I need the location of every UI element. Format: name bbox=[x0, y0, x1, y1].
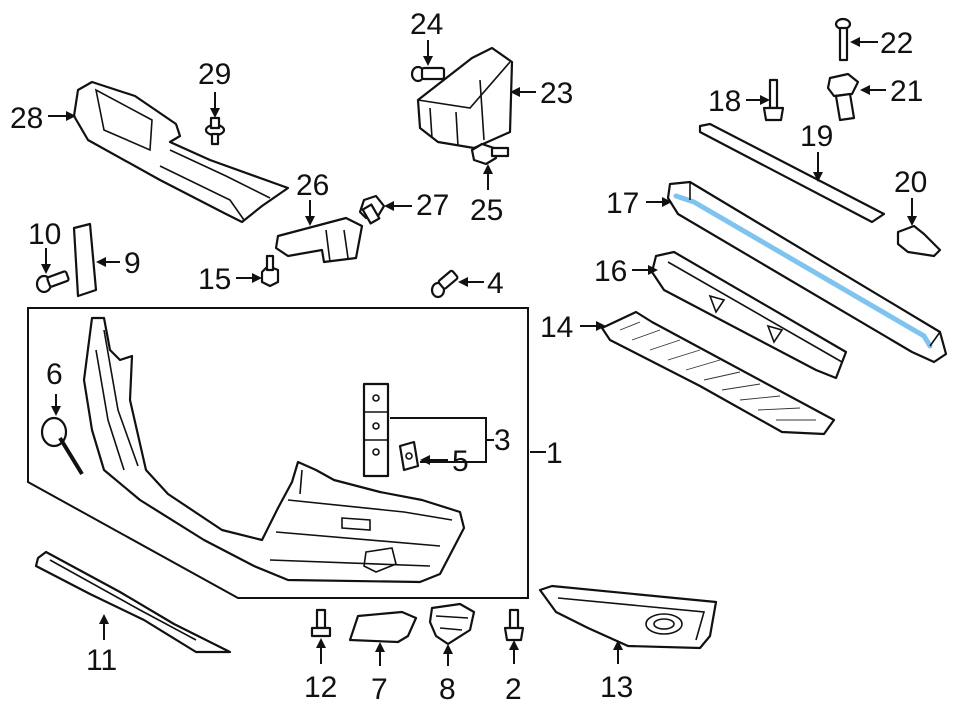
bracket-3-tick bbox=[485, 418, 494, 462]
callout-2: 2 bbox=[505, 673, 522, 706]
tow-cover-6 bbox=[40, 416, 84, 476]
callout-3: 3 bbox=[494, 424, 511, 457]
callout-22: 22 bbox=[880, 27, 913, 60]
callout-4: 4 bbox=[487, 267, 504, 300]
callout-18: 18 bbox=[708, 85, 741, 118]
reinforcement-highlight bbox=[673, 193, 933, 349]
callout-11: 11 bbox=[86, 644, 117, 677]
callout-20: 20 bbox=[894, 166, 927, 199]
bolt-2 bbox=[503, 608, 525, 642]
bolt-12 bbox=[310, 608, 332, 638]
nut-21 bbox=[826, 72, 860, 122]
callout-13: 13 bbox=[600, 671, 633, 704]
bolt-15 bbox=[260, 254, 280, 288]
callout-9: 9 bbox=[124, 247, 141, 280]
bolt-22 bbox=[834, 17, 852, 62]
callout-24: 24 bbox=[410, 8, 443, 41]
bracket-20 bbox=[896, 224, 942, 258]
callout-27: 27 bbox=[416, 189, 449, 222]
guide-bracket-part bbox=[416, 46, 514, 150]
callout-6: 6 bbox=[46, 358, 63, 391]
push-pin-fastener bbox=[204, 116, 226, 146]
lower-molding-11 bbox=[34, 550, 232, 654]
callout-1: 1 bbox=[546, 437, 563, 470]
bolt-18 bbox=[762, 78, 785, 122]
callout-15: 15 bbox=[198, 263, 231, 296]
callout-23: 23 bbox=[540, 77, 573, 110]
cover-7 bbox=[348, 610, 418, 644]
callout-26: 26 bbox=[296, 169, 329, 202]
callout-28: 28 bbox=[10, 102, 43, 135]
screw-24 bbox=[410, 65, 446, 83]
bumper-cover-part bbox=[82, 316, 466, 584]
absorber-16 bbox=[650, 250, 848, 380]
callout-5: 5 bbox=[452, 445, 469, 478]
bolt-25 bbox=[470, 142, 510, 166]
bolt-27 bbox=[358, 194, 386, 225]
clip-5 bbox=[398, 440, 420, 472]
lower-shield-14 bbox=[600, 310, 836, 436]
strip-9 bbox=[72, 222, 98, 298]
callout-12: 12 bbox=[304, 671, 337, 704]
callout-7: 7 bbox=[371, 673, 388, 706]
strip-19 bbox=[698, 122, 886, 224]
grille-13 bbox=[538, 584, 718, 650]
callout-29: 29 bbox=[198, 58, 231, 91]
bracket-26 bbox=[274, 216, 364, 264]
assembly-box bbox=[27, 307, 529, 599]
callout-10: 10 bbox=[28, 218, 61, 251]
bracket-3 bbox=[362, 382, 390, 478]
callout-25: 25 bbox=[470, 194, 503, 227]
bolt-10 bbox=[35, 270, 70, 294]
callout-17: 17 bbox=[606, 187, 639, 220]
callout-21: 21 bbox=[890, 75, 923, 108]
callout-19: 19 bbox=[800, 120, 833, 153]
callout-8: 8 bbox=[439, 673, 456, 706]
callout-16: 16 bbox=[594, 255, 627, 288]
callout-14: 14 bbox=[540, 311, 573, 344]
bracket-8 bbox=[428, 602, 476, 646]
bolt-4 bbox=[430, 269, 459, 299]
air-deflector-part bbox=[72, 80, 290, 224]
